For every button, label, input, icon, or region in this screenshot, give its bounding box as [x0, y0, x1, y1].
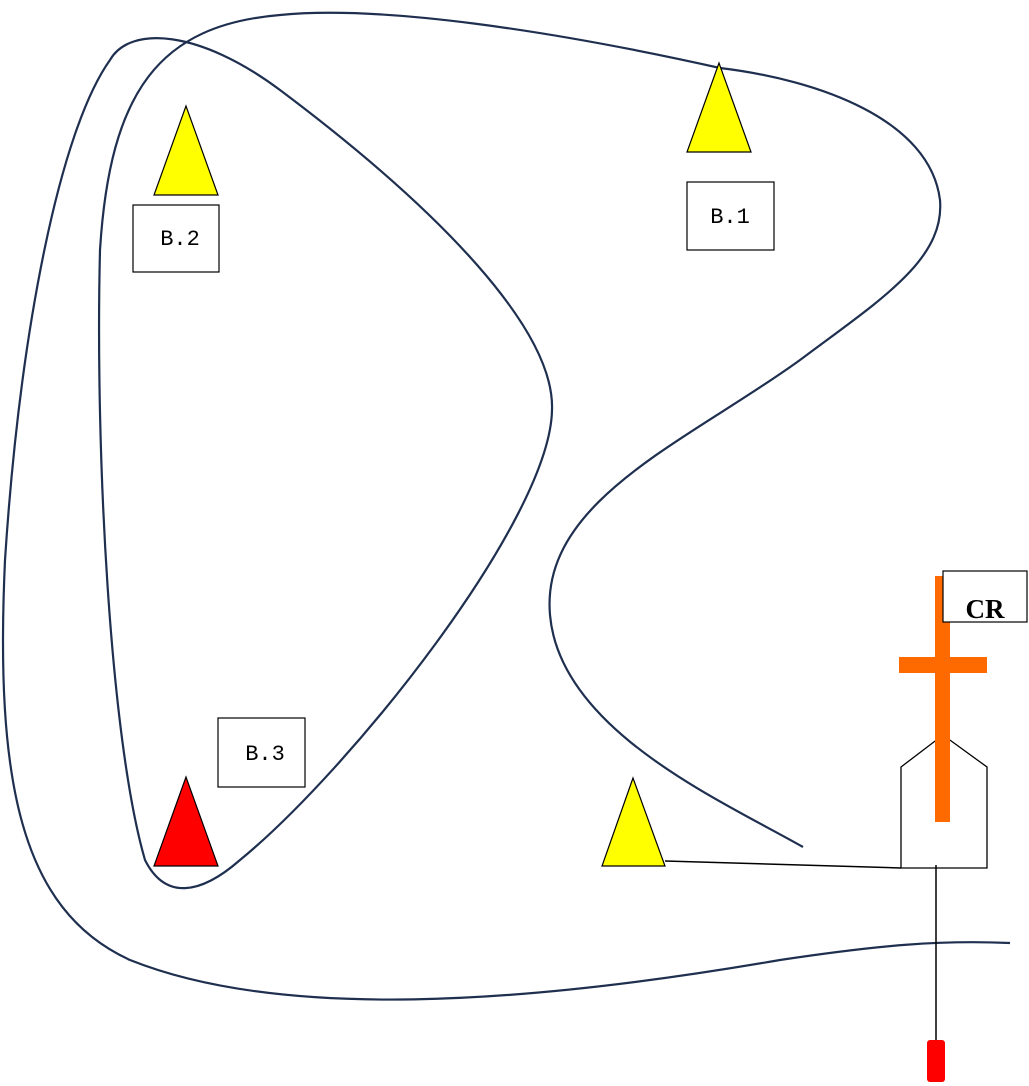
mark-b3-label-box: [217, 717, 306, 788]
committee-label-box: [942, 570, 1028, 623]
mark-b1-label-box: [686, 181, 775, 251]
course-route-line: [1, 11, 1011, 1001]
committee-label: CR: [966, 594, 1005, 624]
anchor-marker-icon: [927, 1040, 945, 1082]
start-line: [664, 860, 902, 869]
pin-end-buoy-icon: [601, 776, 666, 867]
mark-b2: B.2: [132, 104, 220, 273]
mark-b3-label: B.3: [245, 742, 285, 767]
orange-cross-bar: [899, 657, 987, 673]
mark-b1-label: B.1: [710, 205, 750, 230]
triangle-buoy-icon: [153, 775, 219, 867]
mark-b2-label-box: [132, 204, 220, 273]
mark-b2-label: B.2: [160, 227, 200, 252]
committee-boat: CR: [899, 570, 1028, 1082]
triangle-buoy-icon: [153, 104, 219, 196]
mark-b3: B.3: [153, 717, 306, 867]
orange-cross-mast-icon: [935, 576, 950, 822]
mark-b1: B.1: [686, 61, 775, 251]
triangle-buoy-icon: [686, 61, 752, 153]
